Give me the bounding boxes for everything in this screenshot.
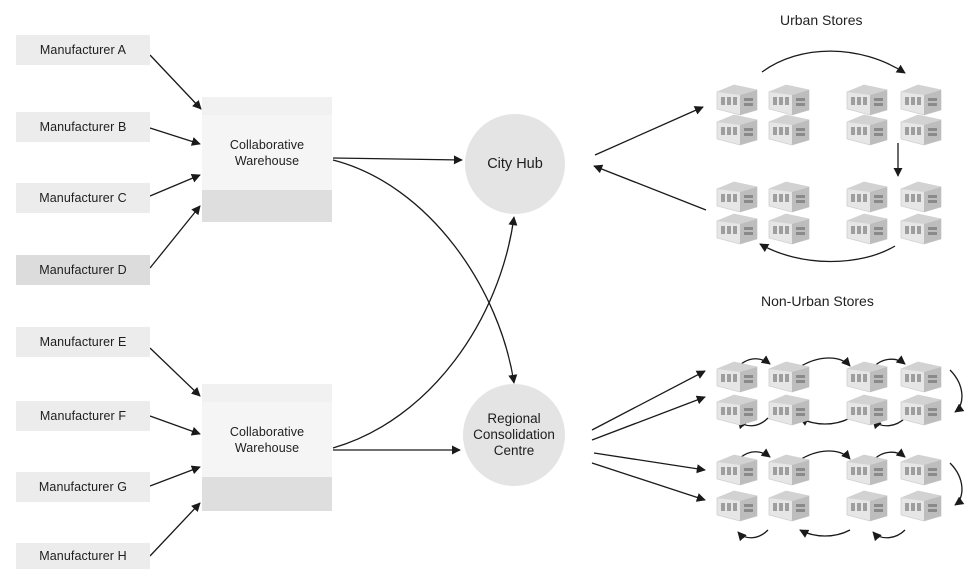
non-urban-stores-title: Non-Urban Stores [761, 293, 874, 309]
store-building-icon [764, 355, 814, 393]
collaborative-warehouse-2: Collaborative Warehouse [202, 384, 332, 511]
store-building-icon [842, 108, 892, 146]
store-building-icon [712, 355, 762, 393]
regional-label-line-1: Regional [487, 411, 541, 426]
store-building-icon [712, 78, 762, 116]
arrow-warehouse1-regional [332, 159, 518, 384]
store-building-icon [896, 78, 946, 116]
manufacturer-d-box: Manufacturer D [16, 255, 150, 285]
manufacturer-b-box: Manufacturer B [16, 112, 150, 142]
arrow-urban-loop-top [761, 50, 906, 74]
manufacturer-a-box: Manufacturer A [16, 35, 150, 65]
arrow-d-warehouse1 [149, 205, 201, 269]
warehouse-2-label: Collaborative Warehouse [229, 424, 305, 455]
regional-label-line-2: Consolidation [473, 427, 555, 442]
arrow-h-warehouse2 [149, 502, 201, 557]
arrow-e-warehouse2 [149, 347, 201, 397]
store-building-icon [896, 484, 946, 522]
arrow-a-warehouse1 [149, 54, 202, 110]
store-building-icon [712, 207, 762, 245]
store-building-icon [842, 448, 892, 486]
store-building-icon [764, 78, 814, 116]
manufacturer-e-label: Manufacturer E [39, 335, 127, 349]
warehouse-1-label: Collaborative Warehouse [229, 137, 305, 168]
arrow-urban-loop-bottom [759, 243, 896, 263]
store-building-icon [764, 484, 814, 522]
arrow-nu2-2 [797, 449, 851, 462]
manufacturer-d-label: Manufacturer D [39, 263, 127, 277]
manufacturer-h-label: Manufacturer H [39, 549, 127, 563]
store-building-icon [896, 355, 946, 393]
regional-consolidation-centre: Regional Consolidation Centre [463, 384, 565, 486]
manufacturer-f-label: Manufacturer F [39, 409, 127, 423]
urban-stores-title: Urban Stores [780, 12, 863, 28]
arrow-warehouse1-cityhub [332, 155, 463, 165]
store-building-icon [896, 448, 946, 486]
city-hub-label: City Hub [487, 156, 543, 172]
store-building-icon [764, 448, 814, 486]
arrow-nu2-4 [949, 462, 965, 506]
arrow-f-warehouse2 [149, 415, 201, 436]
manufacturer-c-label: Manufacturer C [39, 191, 127, 205]
store-building-icon [712, 175, 762, 213]
arrow-nu2-6 [799, 529, 851, 538]
arrow-nu2-7 [737, 529, 769, 542]
city-hub: City Hub [465, 114, 565, 214]
arrow-regional-nonurban1 [591, 370, 706, 431]
store-building-icon [764, 108, 814, 146]
regional-label-line-3: Centre [493, 443, 535, 458]
manufacturer-g-label: Manufacturer G [38, 480, 128, 494]
arrow-regional-nonurban3 [593, 452, 706, 474]
store-building-icon [764, 207, 814, 245]
store-building-icon [896, 207, 946, 245]
manufacturer-b-label: Manufacturer B [39, 120, 127, 134]
store-building-icon [764, 175, 814, 213]
manufacturer-g-box: Manufacturer G [16, 472, 150, 502]
arrow-g-warehouse2 [149, 465, 201, 487]
store-building-icon [896, 388, 946, 426]
store-building-icon [712, 388, 762, 426]
manufacturer-c-box: Manufacturer C [16, 183, 150, 213]
store-building-icon [842, 484, 892, 522]
store-building-icon [842, 388, 892, 426]
manufacturer-f-box: Manufacturer F [16, 401, 150, 431]
store-building-icon [896, 175, 946, 213]
manufacturer-h-box: Manufacturer H [16, 543, 150, 569]
store-building-icon [842, 78, 892, 116]
store-building-icon [712, 108, 762, 146]
arrow-c-warehouse1 [149, 173, 201, 197]
arrow-cityhub-urban [594, 106, 704, 156]
store-building-icon [712, 484, 762, 522]
arrow-urban-cityhub [593, 164, 707, 211]
arrow-b-warehouse1 [149, 127, 201, 146]
store-building-icon [896, 108, 946, 146]
manufacturer-e-box: Manufacturer E [16, 327, 150, 357]
arrow-warehouse2-cityhub [332, 216, 518, 449]
arrow-regional-nonurban4 [591, 462, 706, 502]
manufacturer-a-label: Manufacturer A [39, 43, 127, 57]
collaborative-warehouse-1: Collaborative Warehouse [202, 97, 332, 222]
arrow-nu1-2 [797, 356, 851, 369]
arrow-nu1-4 [949, 369, 965, 413]
store-building-icon [842, 207, 892, 245]
store-building-icon [842, 175, 892, 213]
store-building-icon [842, 355, 892, 393]
store-building-icon [712, 448, 762, 486]
store-building-icon [764, 388, 814, 426]
arrow-regional-nonurban2 [591, 395, 706, 441]
arrow-nu2-5 [872, 529, 906, 542]
